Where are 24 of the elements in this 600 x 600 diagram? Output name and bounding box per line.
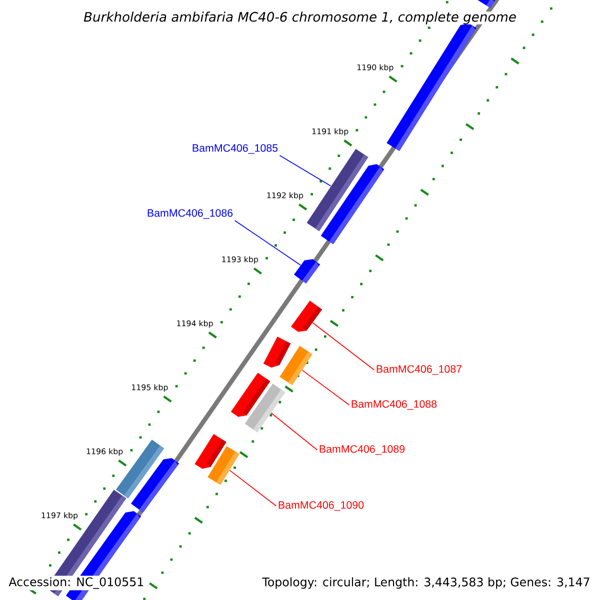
gene-bar <box>294 259 320 284</box>
leader-line <box>234 220 301 266</box>
gene-bar <box>208 446 240 485</box>
gene-label: BamMC406_1090 <box>278 501 364 511</box>
leader-line <box>229 470 277 506</box>
genome-info-text: Topology: circular; Length: 3,443,583 bp; Genes: 3,147 <box>260 576 592 590</box>
gene-label: BamMC406_1089 <box>320 445 405 455</box>
leader-line <box>312 322 375 370</box>
gene-label: BamMC406_1088 <box>352 400 437 410</box>
gene-bar <box>280 346 312 386</box>
gene-label: BamMC406_1087 <box>376 365 462 375</box>
leader-line <box>302 370 350 406</box>
leader-line <box>279 155 332 186</box>
gene-bar <box>130 458 180 512</box>
gene-label: BamMC406_1085 <box>192 144 278 154</box>
gene-label: BamMC406_1086 <box>148 209 233 219</box>
gene-bar <box>478 0 496 8</box>
leader-line <box>270 412 318 450</box>
gene-bar <box>244 384 286 432</box>
title: Burkholderia ambifaria MC40-6 chromosome 1, complete genome <box>84 12 516 24</box>
gene-bar <box>263 336 291 368</box>
gene-bar <box>290 300 322 332</box>
accession-text: Accession: NC_010551 <box>7 576 146 590</box>
gene-bar <box>320 164 384 244</box>
